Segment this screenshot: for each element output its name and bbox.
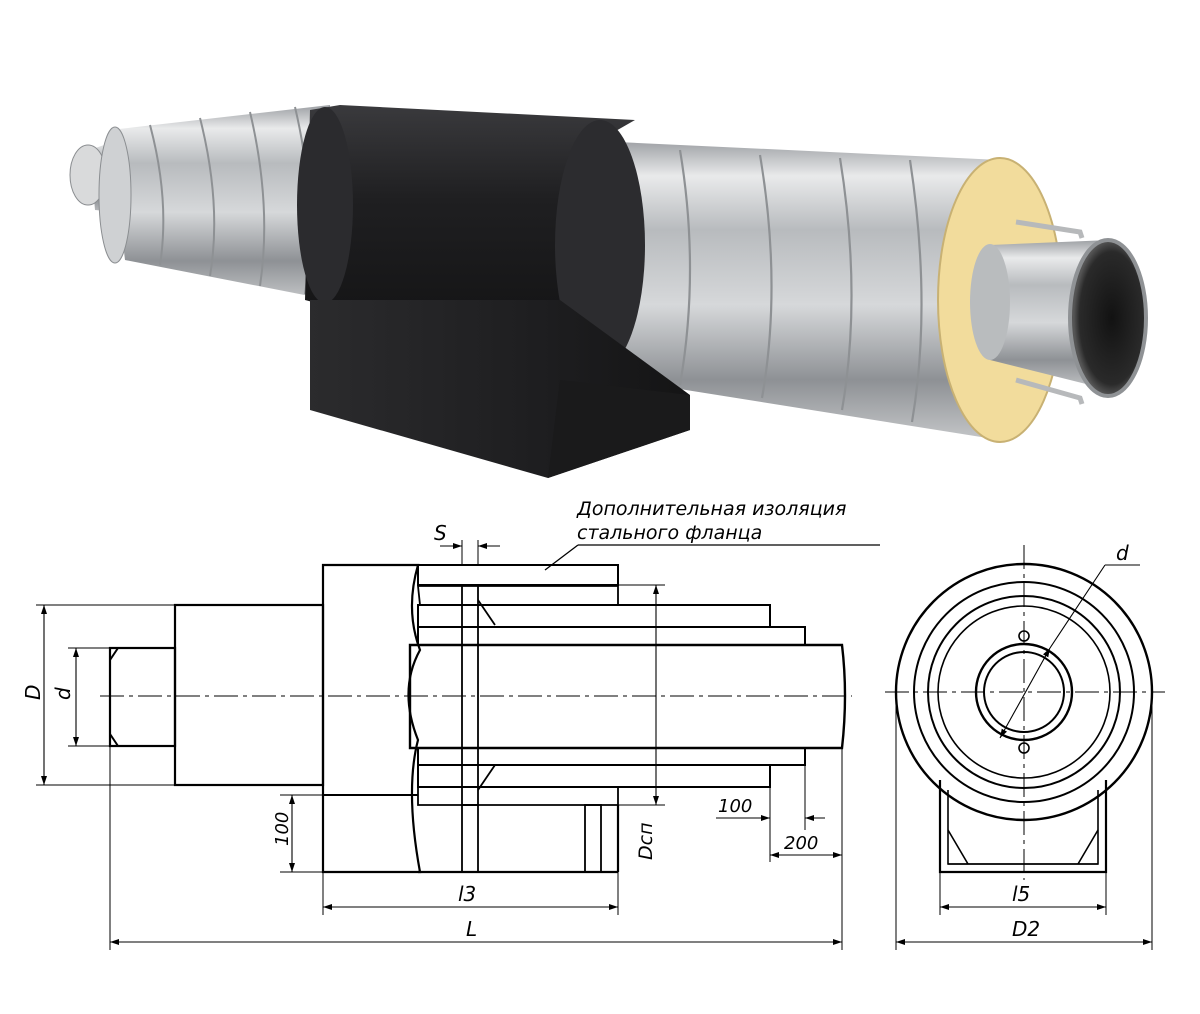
dim-label-D: D [21, 685, 45, 700]
dim-label-D2: D2 [1012, 917, 1040, 941]
section-spiral-shell [173, 603, 325, 787]
dim-label-l3: l3 [458, 882, 476, 906]
annotation-leader [544, 544, 880, 571]
dim-label-d-left: d [51, 687, 75, 700]
dim-label-L: L [466, 917, 477, 941]
left-spiral-shell [110, 105, 330, 300]
section-flange-block [321, 563, 422, 874]
right-steel-shell [560, 140, 1000, 440]
section-inner-pipe [408, 643, 847, 750]
dim-label-200: 200 [784, 833, 818, 854]
dim-label-100-horizontal: 100 [718, 796, 752, 817]
dim-label-S: S [434, 521, 447, 545]
dim-label-Dcn: Dсп [635, 823, 657, 861]
side-dimensions [36, 540, 843, 950]
dim-label-100-vertical: 100 [272, 812, 293, 846]
end-section-view [885, 545, 1165, 880]
end-dimensions [895, 692, 1153, 950]
signal-wire-top [1015, 219, 1085, 239]
pipe-bore [1068, 238, 1148, 398]
annotation-line-2: стального фланца [577, 522, 762, 544]
dim-label-d-right: d [1116, 541, 1129, 565]
signal-wire-bottom [1015, 377, 1085, 405]
annotation-line-1: Дополнительная изоляция [576, 498, 846, 520]
dim-label-l5: l5 [1012, 882, 1030, 906]
side-section-view [100, 563, 852, 874]
pipe-render [69, 105, 1148, 478]
